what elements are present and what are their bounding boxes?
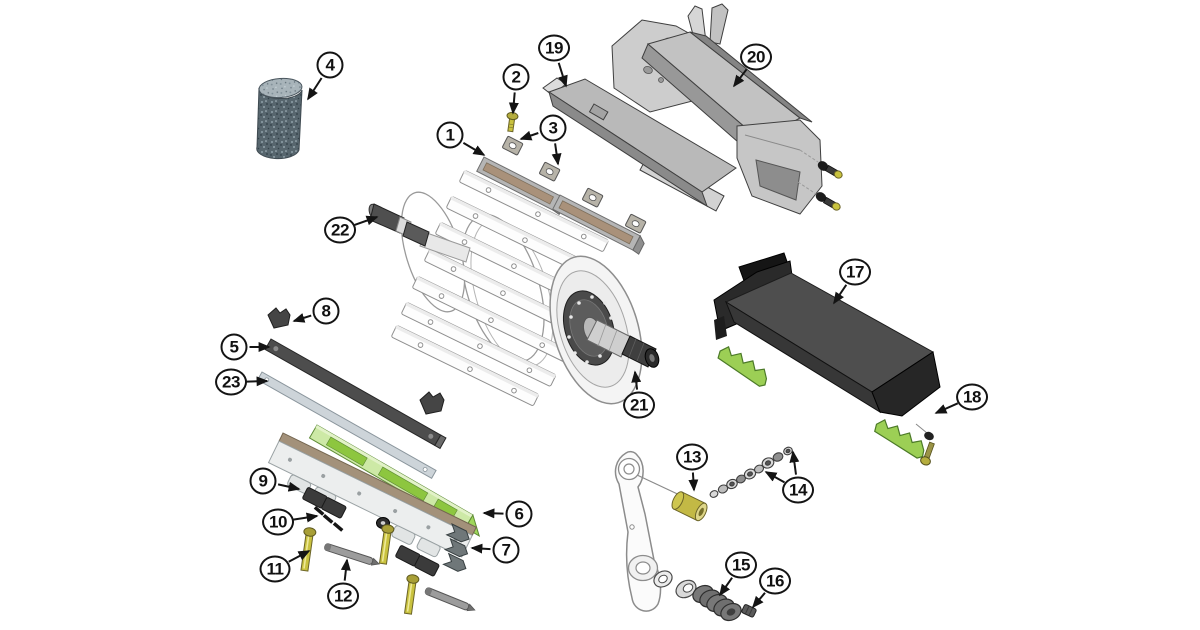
callout-3-nut-plate: 3 (539, 114, 567, 142)
callout-5-backing-bar: 5 (220, 333, 248, 361)
callout-16-spacer: 16 (759, 567, 791, 595)
roll-pins-part (313, 506, 344, 532)
callout-2-plow-bolt: 2 (502, 63, 530, 91)
callout-12-pivot-rod: 12 (327, 582, 359, 610)
callout-20-frame-arm: 20 (740, 43, 772, 71)
callout-1-wear-plate: 1 (436, 121, 464, 149)
plow-bolt-part (506, 111, 519, 133)
support-beam-part (542, 77, 737, 212)
spacer-part (741, 604, 757, 618)
tensioner-lever-group (614, 446, 793, 622)
wear-strip-bolt (915, 423, 935, 466)
wear-plate-part (552, 194, 645, 255)
callout-22-rotor-shaft-left: 22 (324, 216, 356, 244)
callout-23-seal-strip: 23 (215, 368, 247, 396)
clamp-bracket-2 (419, 391, 445, 415)
cutterbar-body-part (267, 432, 477, 558)
rotor-slats (391, 170, 609, 406)
rotor-assembly (368, 170, 660, 406)
callout-14-washer-set: 14 (782, 476, 814, 504)
callout-7-cutterbar-end: 7 (492, 536, 520, 564)
callout-15-disc-spring-stack: 15 (725, 551, 757, 579)
washer-set-part (709, 446, 793, 498)
callout-21-rotor-shaft-right: 21 (623, 391, 655, 419)
rotor-shaft-right-part (586, 319, 660, 368)
discharge-pan-part (713, 252, 941, 466)
callout-11-carriage-bolt: 11 (259, 555, 291, 583)
callout-18-wear-strip: 18 (956, 383, 988, 411)
callout-10-roll-pins: 10 (262, 508, 294, 536)
wear-pads-part (302, 487, 440, 577)
bushing-part (671, 491, 708, 522)
callout-17-discharge-pan: 17 (839, 258, 871, 286)
callout-8-clamp-bracket: 8 (312, 297, 340, 325)
nut-plate-part (582, 188, 604, 208)
callout-6-knife-bar: 6 (505, 500, 533, 528)
pivot-rod-part (324, 543, 476, 612)
wear-plate-group (476, 111, 647, 255)
nut-plate-part (625, 214, 647, 234)
clamp-bracket-part (267, 307, 291, 329)
callout-13-bushing: 13 (676, 443, 708, 471)
frame-arm-bolt (815, 192, 841, 211)
cutterbar-end-chevrons (442, 523, 470, 572)
foam-plug-part (256, 77, 303, 160)
wear-strip-part (871, 415, 931, 461)
callout-9-wear-pads: 9 (249, 467, 277, 495)
callout-4-foam-plug: 4 (316, 51, 344, 79)
frame-arm-bolt (817, 161, 843, 179)
nut-plate-part (502, 136, 524, 156)
nut-plate-part (539, 162, 561, 182)
frame-arm-part (611, 3, 843, 215)
callout-19-support-beam: 19 (538, 34, 570, 62)
wear-strip-left (714, 342, 773, 389)
disc-spring-stack-part (692, 584, 742, 622)
thrust-washers (653, 570, 697, 599)
